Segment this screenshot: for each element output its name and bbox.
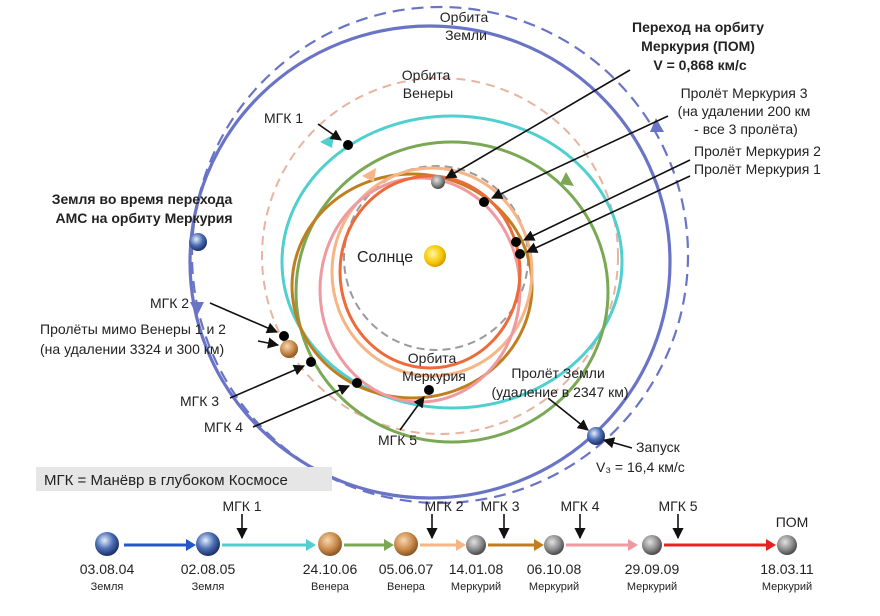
pointer-mgk1	[317, 123, 342, 141]
mercury-orbit-label: Орбита Меркурия	[402, 350, 466, 384]
pointer-mgk4	[252, 384, 351, 428]
event-date-2: 02.08.05	[181, 561, 236, 577]
timeline-earth-1-icon	[95, 532, 119, 556]
pointer-venus	[257, 337, 280, 349]
timeline-mercury-2-icon	[544, 535, 564, 555]
pointer-flyby2	[522, 159, 691, 241]
event-date-7: 29.09.09	[625, 561, 680, 577]
sun-icon	[424, 245, 446, 267]
flyby1-dot	[515, 249, 525, 259]
legend-text: МГК = Манёвр в глубоком Космосе	[44, 472, 288, 489]
pointer-earth-flyby	[547, 397, 589, 431]
flyby1-label: Пролёт Меркурия 1	[694, 161, 821, 177]
event-body-2: Земля	[192, 581, 225, 593]
mgk4-dot	[352, 378, 362, 388]
timeline: МГК 1 МГК 2 МГК 3 МГК 4 МГК 5 ПОМ 03.08.…	[80, 498, 814, 593]
venus-icon	[280, 340, 298, 358]
event-body-5: Меркурий	[451, 581, 501, 593]
timeline-arrow-2	[306, 539, 316, 551]
trajectory-green	[294, 140, 610, 444]
earth-during-label: Земля во время перехода АМС на орбиту Ме…	[52, 191, 236, 226]
event-body-1: Земля	[91, 581, 124, 593]
marker-mgk1: МГК 1	[222, 498, 261, 514]
mgk5-label: МГК 5	[378, 432, 417, 448]
venus-orbit	[261, 77, 619, 435]
event-date-4: 05.06.07	[379, 561, 434, 577]
marker-pom: ПОМ	[776, 514, 809, 530]
marker-mgk4: МГК 4	[560, 498, 599, 514]
pointer-flyby1	[525, 175, 691, 253]
pointer-flyby3	[490, 115, 669, 199]
timeline-venus-2-icon	[394, 532, 418, 556]
pointer-mgk2	[209, 302, 279, 334]
timeline-arrow-4	[456, 539, 466, 551]
event-body-7: Меркурий	[627, 581, 677, 593]
marker-mgk5: МГК 5	[658, 498, 697, 514]
trajectory-peach	[330, 166, 534, 378]
trajectory-earth-earth	[188, 24, 672, 500]
pointer-mgk3	[229, 364, 306, 399]
flyby2-label: Пролёт Меркурия 2	[694, 143, 821, 159]
mgk5-dot	[424, 385, 434, 395]
pointer-pom	[445, 69, 631, 179]
timeline-arrow-6	[628, 539, 638, 551]
event-body-3: Венера	[311, 581, 350, 593]
mgk1-dot	[343, 140, 353, 150]
earth-orbit-label: Орбита Земли	[440, 9, 492, 43]
trajectory-orange	[338, 174, 522, 370]
flyby3-label: Пролёт Меркурия 3 (на удалении 200 км - …	[678, 85, 815, 137]
event-date-6: 06.10.08	[527, 561, 582, 577]
arrow-earth-orbit	[650, 118, 664, 132]
timeline-arrow-5	[534, 539, 544, 551]
mgk3-label: МГК 3	[180, 393, 219, 409]
legend-box	[36, 467, 332, 491]
earth-orbit	[190, 5, 690, 505]
flyby2-dot	[511, 237, 521, 247]
timeline-mercury-3-icon	[642, 535, 662, 555]
pointer-mgk5	[399, 396, 425, 431]
mgk3-dot	[306, 357, 316, 367]
timeline-arrow-7	[766, 539, 776, 551]
timeline-arrow-1	[186, 539, 196, 551]
flyby3-dot	[479, 197, 489, 207]
venus-flybys-label: Пролёты мимо Венеры 1 и 2 (на удалении 3…	[40, 321, 230, 357]
launch-label: Запуск	[636, 439, 681, 455]
pointer-launch	[602, 437, 633, 449]
event-date-3: 24.10.06	[303, 561, 358, 577]
mgk1-label: МГК 1	[264, 110, 303, 126]
venus-orbit-label: Орбита Венеры	[402, 67, 454, 101]
arrow-cyan	[320, 134, 334, 148]
timeline-earth-2-icon	[196, 532, 220, 556]
earth-flyby-label: Пролёт Земли (удаление в 2347 км)	[491, 365, 628, 400]
pom-label: Переход на орбиту Меркурия (ПОМ) V = 0,8…	[632, 19, 768, 73]
event-body-4: Венера	[387, 581, 426, 593]
earth-launch-icon	[587, 427, 605, 445]
event-body-6: Меркурий	[529, 581, 579, 593]
launch-velocity-label: V₃ = 16,4 км/с	[596, 459, 685, 475]
timeline-mercury-4-icon	[777, 535, 797, 555]
event-body-8: Меркурий	[762, 581, 812, 593]
mgk4-label: МГК 4	[204, 419, 243, 435]
earth-icon	[189, 233, 207, 251]
marker-mgk3: МГК 3	[480, 498, 519, 514]
timeline-venus-1-icon	[318, 532, 342, 556]
arrow-green	[560, 172, 574, 186]
mgk2-dot	[279, 331, 289, 341]
event-date-1: 03.08.04	[80, 561, 135, 577]
arrow-peach	[362, 168, 376, 182]
timeline-arrow-3	[384, 539, 394, 551]
sun-label: Солнце	[357, 249, 413, 266]
event-date-8: 18.03.11	[760, 561, 814, 577]
trajectory-cyan	[280, 114, 624, 410]
arrow-earth-left	[190, 302, 204, 316]
marker-mgk2: МГК 2	[424, 498, 463, 514]
event-date-5: 14.01.08	[449, 561, 504, 577]
mgk2-label: МГК 2	[150, 295, 189, 311]
mercury-icon	[431, 175, 445, 189]
timeline-mercury-1-icon	[466, 535, 486, 555]
